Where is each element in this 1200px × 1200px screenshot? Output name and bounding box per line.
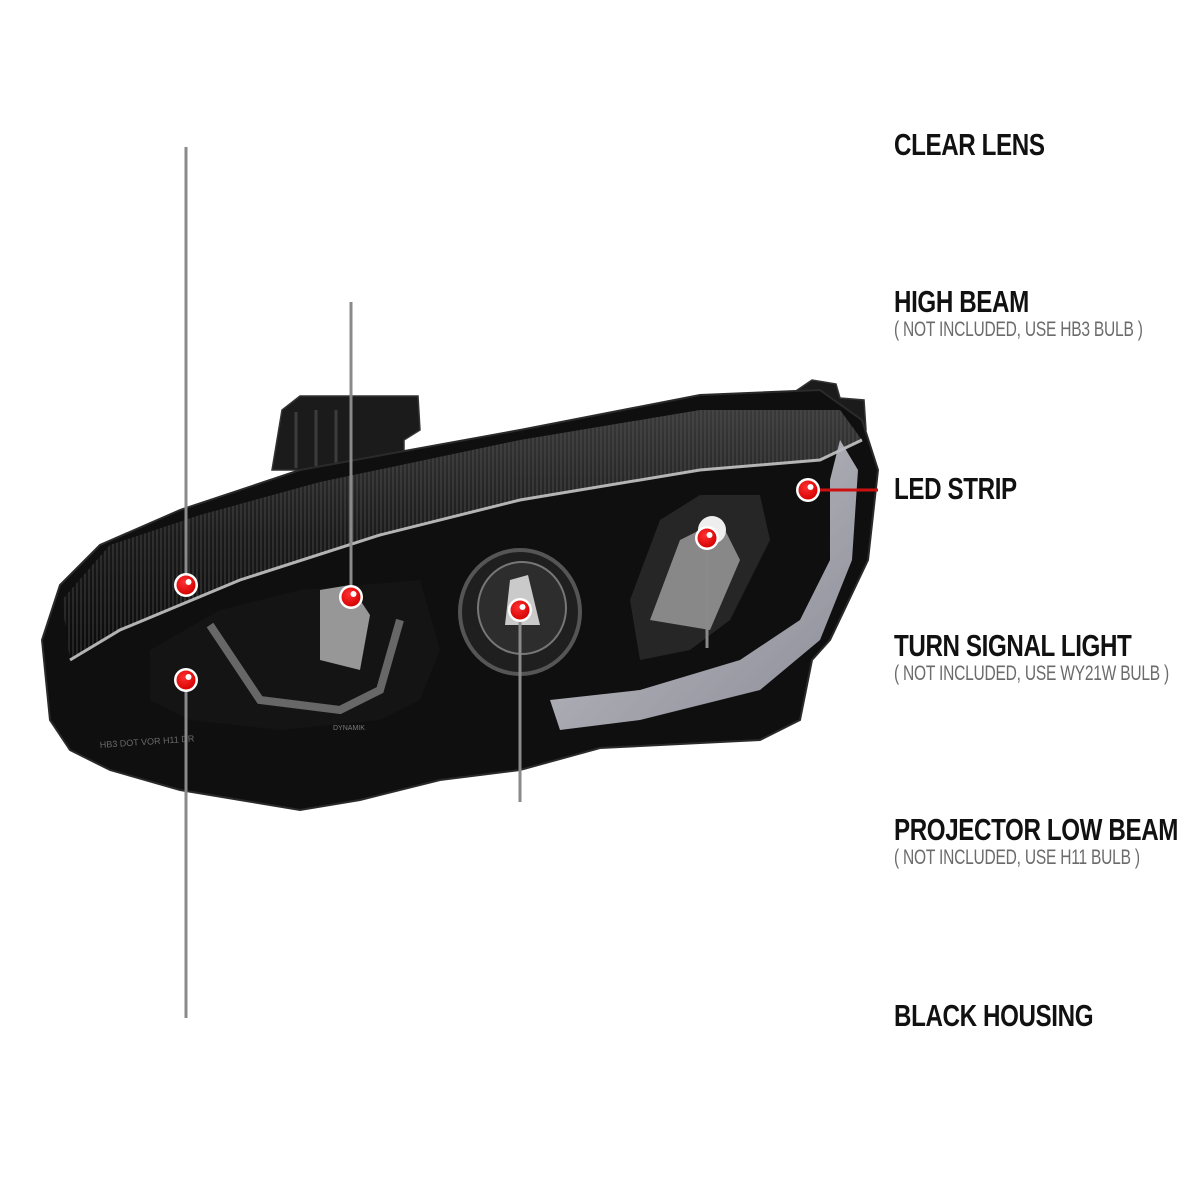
marker-projector-low-beam — [508, 598, 532, 622]
callout-note: ( NOT INCLUDED, USE H11 BULB ) — [894, 846, 1140, 869]
callout-high-beam: HIGH BEAM ( NOT INCLUDED, USE HB3 BULB ) — [894, 285, 1200, 341]
callout-note: ( NOT INCLUDED, USE HB3 BULB ) — [894, 318, 1143, 341]
led-strip-shape — [550, 440, 858, 730]
callout-markers — [174, 478, 820, 692]
brand-marking-text: DYNAMIK — [333, 725, 365, 732]
marker-black-housing — [174, 668, 198, 692]
marker-clear-lens — [174, 573, 198, 597]
leader-lines — [184, 145, 878, 1020]
marker-high-beam — [339, 585, 363, 609]
callout-title: PROJECTOR LOW BEAM — [894, 812, 1179, 847]
callout-black-housing: BLACK HOUSING — [894, 999, 1149, 1033]
callout-clear-lens: CLEAR LENS — [894, 128, 1087, 162]
callout-title: BLACK HOUSING — [894, 998, 1094, 1033]
callout-turn-signal-light: TURN SIGNAL LIGHT ( NOT INCLUDED, USE WY… — [894, 629, 1200, 685]
callout-title: LED STRIP — [894, 471, 1017, 506]
callout-title: HIGH BEAM — [894, 284, 1029, 319]
callout-projector-low-beam: PROJECTOR LOW BEAM ( NOT INCLUDED, USE H… — [894, 813, 1200, 869]
marker-led-strip — [796, 478, 820, 502]
callout-led-strip: LED STRIP — [894, 472, 1051, 506]
marker-turn-signal-light — [695, 526, 719, 550]
callout-title: CLEAR LENS — [894, 127, 1045, 162]
callout-title: TURN SIGNAL LIGHT — [894, 628, 1132, 663]
callout-note: ( NOT INCLUDED, USE WY21W BULB ) — [894, 662, 1169, 685]
